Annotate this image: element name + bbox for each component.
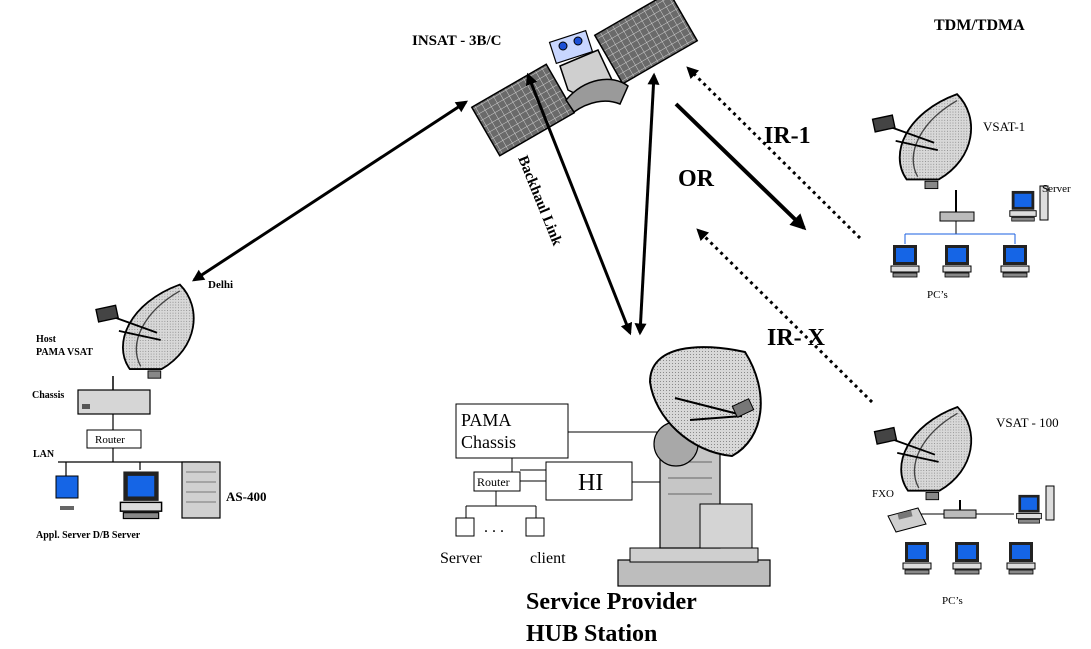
lan-label: LAN <box>33 449 55 460</box>
vsat100-site <box>873 406 1055 575</box>
hub-server-label: Server <box>440 550 482 567</box>
vsat100-modem-icon <box>943 509 977 519</box>
vsat100-server-icon <box>1016 494 1042 524</box>
satellite-label: INSAT - 3B/C <box>412 33 501 49</box>
irx-label: IR- X <box>767 325 826 351</box>
hub-router-label: Router <box>477 475 510 489</box>
vsat1-pc-icon <box>942 244 972 278</box>
outbound-arrow <box>674 102 807 231</box>
vsat1-modem-icon <box>939 211 975 222</box>
vsat100-pc-icon <box>1006 541 1036 575</box>
vsat1-pcs-label: PC’s <box>927 289 948 301</box>
hub-server-box <box>455 517 475 537</box>
vsat100-label: VSAT - 100 <box>996 415 1059 430</box>
chassis-label: Chassis <box>32 390 64 401</box>
fxo-label: FXO <box>872 488 894 500</box>
solar-panel-right <box>593 0 699 85</box>
ir1-label: IR-1 <box>764 123 811 149</box>
appl-server-icon <box>55 475 79 499</box>
vsat1-dish-icon <box>871 93 973 190</box>
fxo-phone-icon <box>887 507 927 533</box>
or-label: OR <box>678 166 715 192</box>
delhi-site <box>55 283 221 520</box>
vsat1-server-label: Server <box>1042 183 1071 195</box>
hub-station <box>455 346 771 587</box>
pama-vsat-dish-icon <box>95 283 195 380</box>
satellite <box>470 0 699 157</box>
delhi-link-arrow <box>191 100 469 282</box>
vsat1-server-icon <box>1009 190 1037 222</box>
backhaul-link-arrow-2 <box>634 72 660 336</box>
vsat100-server-tower <box>1045 485 1055 521</box>
appl-server-base <box>60 506 74 510</box>
pama-label-line1: PAMA <box>461 410 511 430</box>
hub-antenna-icon <box>617 346 771 587</box>
solar-panel-left <box>470 63 576 157</box>
chassis-icon <box>77 389 151 415</box>
chassis-led <box>82 404 90 409</box>
as400-tower-icon <box>181 461 221 519</box>
delhi-label: Delhi <box>208 279 233 291</box>
hub-dots: . . . <box>484 519 504 536</box>
irx-dotted-arrow <box>696 228 874 404</box>
access-scheme-label: TDM/TDMA <box>934 17 1025 34</box>
ir1-dotted-arrow <box>686 66 862 240</box>
pama-label-line2: Chassis <box>461 432 516 452</box>
hi-label: HI <box>578 470 603 496</box>
backhaul-link-label: Backhaul Link <box>514 154 565 249</box>
vsat100-dish-icon <box>873 406 973 501</box>
vsat1-site <box>871 93 1049 278</box>
pama-chassis-box <box>455 403 569 459</box>
servers-label: Appl. Server D/B Server <box>36 530 141 541</box>
satellite-lens-icon <box>573 36 583 46</box>
vsat1-pc-icon <box>1000 244 1030 278</box>
hub-title-line2: HUB Station <box>526 621 657 647</box>
vsat100-pcs-label: PC’s <box>942 595 963 607</box>
vsat100-pc-icon <box>902 541 932 575</box>
host-label-line1: Host <box>36 334 57 345</box>
vsat1-label: VSAT-1 <box>983 119 1025 134</box>
vsat1-server-tower <box>1039 185 1049 221</box>
backhaul-link-arrow <box>525 72 633 336</box>
hi-box <box>545 461 633 501</box>
hub-client-box <box>525 517 545 537</box>
vsat100-pc-icon <box>952 541 982 575</box>
as400-label: AS-400 <box>226 489 266 504</box>
delhi-router-label: Router <box>95 434 125 446</box>
vsat1-pc-icon <box>890 244 920 278</box>
host-label-line2: PAMA VSAT <box>36 347 93 358</box>
delhi-router-box <box>86 429 142 449</box>
hub-title-line1: Service Provider <box>526 589 697 615</box>
hub-client-label: client <box>530 550 566 567</box>
satellite-lens-icon <box>558 41 568 51</box>
db-server-icon <box>119 470 163 520</box>
